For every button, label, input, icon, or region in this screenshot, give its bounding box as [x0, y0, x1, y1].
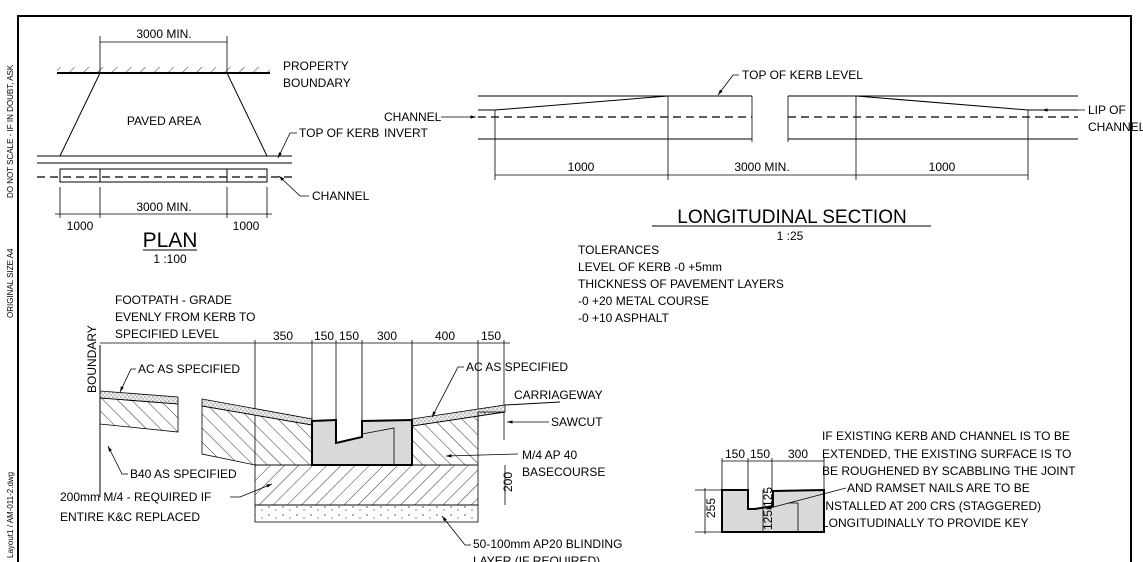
section-dim: 400 [435, 329, 455, 343]
longitudinal-scale: 1 :25 [777, 229, 804, 243]
section-dim: 150 [339, 329, 359, 343]
long-dim-mid: 3000 MIN. [734, 160, 789, 174]
file-name: Layout1 / AM-011-2.dwg [6, 472, 15, 558]
channel-invert-label-2: INVERT [384, 126, 428, 140]
section-dim: 150 [314, 329, 334, 343]
blinding-label: 50-100mm AP20 BLINDING [473, 537, 622, 551]
channel-invert-label-1: CHANNEL [384, 110, 442, 124]
kerb-cross-section: FOOTPATH - GRADE EVENLY FROM KERB TO SPE… [60, 293, 622, 562]
lip-of-channel-label-2: CHANNEL [1088, 120, 1143, 134]
m4-note: ENTIRE K&C REPLACED [60, 510, 200, 524]
detail-note: AND RAMSET NAILS ARE TO BE [847, 481, 1030, 495]
basecourse-label: M/4 AP 40 [522, 448, 577, 462]
section-dim: 150 [481, 329, 501, 343]
longitudinal-title: LONGITUDINAL SECTION [677, 207, 906, 228]
footpath-note: FOOTPATH - GRADE [115, 293, 232, 307]
kerb-detail: 150 150 300 255 125 125 IF EXISTING KERB… [695, 429, 1076, 534]
detail-dim: 300 [788, 447, 808, 461]
ac-right-label: AC AS SPECIFIED [466, 360, 568, 374]
base-depth-dim: 200 [501, 472, 515, 492]
tolerance-line: TOLERANCES [578, 243, 659, 257]
plan-dim-mid: 3000 MIN. [136, 200, 191, 214]
detail-notch-dim: 125 [761, 510, 775, 530]
b40-label: B40 AS SPECIFIED [130, 467, 237, 481]
channel-label: CHANNEL [312, 189, 370, 203]
plan-top-dim: 3000 MIN. [136, 27, 191, 41]
property-label-1: PROPERTY [283, 59, 349, 73]
blinding-label: LAYER (IF REQUIRED) [473, 554, 600, 562]
longitudinal-section: 1000 3000 MIN. 1000 TOP OF KERB LEVEL CH… [384, 68, 1143, 243]
drawing-frame [17, 15, 1132, 562]
detail-note: LONGITUDINALLY TO PROVIDE KEY [822, 516, 1029, 530]
section-dim: 300 [377, 329, 397, 343]
top-of-kerb-label: TOP OF KERB [299, 126, 379, 140]
sawcut-label: SAWCUT [551, 415, 603, 429]
detail-notch-dim: 125 [761, 487, 775, 507]
basecourse-label: BASECOURSE [522, 465, 605, 479]
long-dim-left: 1000 [568, 160, 595, 174]
property-label-2: BOUNDARY [283, 76, 351, 90]
plan-dim-right: 1000 [233, 219, 260, 233]
detail-height-dim: 255 [704, 498, 718, 518]
boundary-label: BOUNDARY [85, 325, 99, 393]
tolerance-line: THICKNESS OF PAVEMENT LAYERS [578, 277, 784, 291]
detail-note: INSTALLED AT 200 CRS (STAGGERED) [822, 499, 1041, 513]
carriageway-label: CARRIAGEWAY [514, 388, 603, 402]
side-notes: DO NOT SCALE - IF IN DOUBT, ASK ORIGINAL… [6, 64, 15, 558]
footpath-note: EVENLY FROM KERB TO [115, 310, 255, 324]
paved-area-label: PAVED AREA [127, 114, 201, 128]
plan-dim-left: 1000 [67, 219, 94, 233]
ac-left-label: AC AS SPECIFIED [138, 362, 240, 376]
footpath-note: SPECIFIED LEVEL [115, 327, 219, 341]
section-dim: 350 [273, 329, 293, 343]
kerb-block [311, 418, 413, 466]
plan-view: 3000 MIN. 1000 3000 MIN. 1000 PROPERTY B… [37, 27, 379, 266]
tolerance-line: -0 +20 METAL COURSE [578, 294, 709, 308]
long-dim-right: 1000 [929, 160, 956, 174]
detail-dim: 150 [725, 447, 745, 461]
tolerances-note: TOLERANCES LEVEL OF KERB -0 +5mm THICKNE… [578, 243, 784, 325]
detail-note: EXTENDED, THE EXISTING SURFACE IS TO [822, 447, 1071, 461]
tolerance-line: -0 +10 ASPHALT [578, 311, 669, 325]
plan-title: PLAN [143, 229, 198, 252]
top-of-kerb-level-label: TOP OF KERB LEVEL [742, 68, 863, 82]
detail-dim: 150 [750, 447, 770, 461]
lip-of-channel-label-1: LIP OF [1088, 103, 1126, 117]
m4-note: 200mm M/4 - REQUIRED IF [60, 490, 211, 504]
scale-warning: DO NOT SCALE - IF IN DOUBT, ASK [6, 64, 15, 198]
tolerance-line: LEVEL OF KERB -0 +5mm [578, 260, 722, 274]
plan-scale: 1 :100 [153, 252, 187, 266]
detail-note: IF EXISTING KERB AND CHANNEL IS TO BE [822, 429, 1070, 443]
original-size: ORIGINAL SIZE A4 [6, 248, 15, 318]
detail-note: BE ROUGHENED BY SCABBLING THE JOINT [822, 464, 1076, 478]
